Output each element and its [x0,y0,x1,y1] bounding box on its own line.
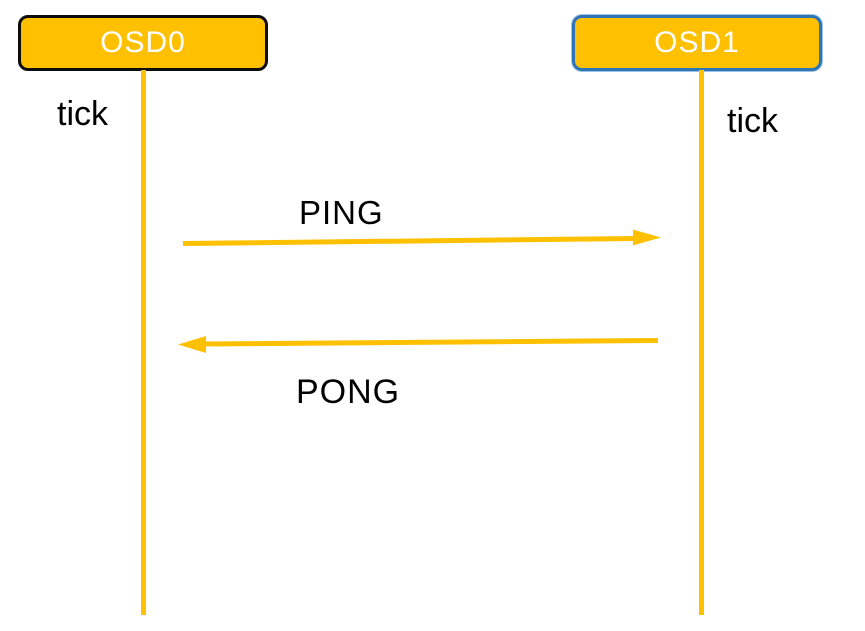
ping-arrow [182,229,661,246]
actor-label-osd0: OSD0 [100,26,186,59]
actor-label-osd1: OSD1 [654,26,740,59]
message-label-pong: PONG [296,373,401,411]
pong-arrow [178,336,659,353]
actor-box-osd0: OSD0 [18,15,268,71]
tick-label-osd1: tick [727,102,778,140]
message-label-ping: PING [299,194,384,231]
ping-arrow-head [633,229,661,246]
lifeline-osd0 [141,70,146,615]
tick-label-osd0: tick [57,95,108,133]
actor-box-osd1: OSD1 [572,15,822,71]
pong-arrow-head [178,336,206,353]
lifeline-osd1 [699,70,704,615]
ping-arrow-line [182,236,637,246]
pong-arrow-line [202,338,659,347]
